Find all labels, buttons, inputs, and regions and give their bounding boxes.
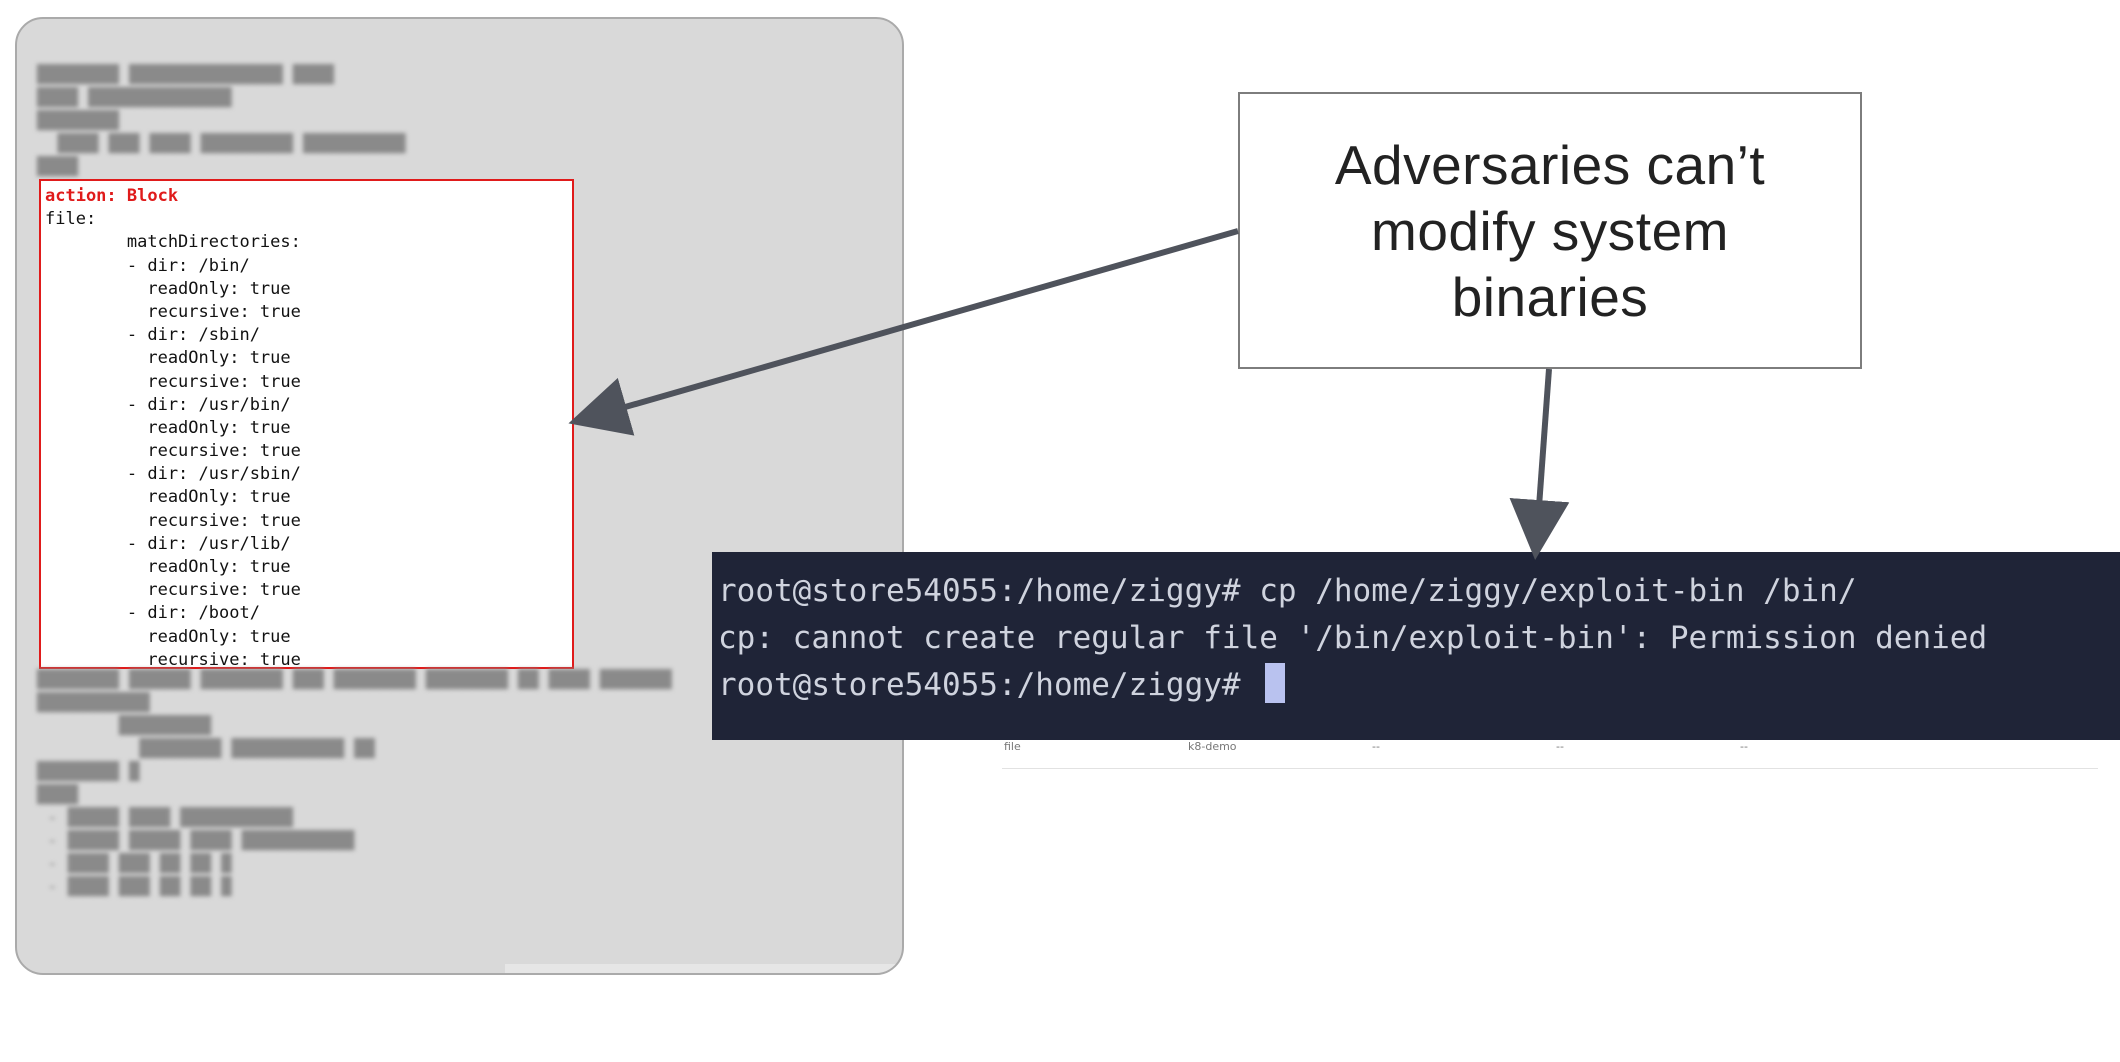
policy-code-line: - dir: /sbin/ xyxy=(45,325,260,346)
table-cell-namespace: k8-demo xyxy=(1188,740,1237,753)
policy-code-line: - dir: /usr/bin/ xyxy=(45,394,291,415)
policy-code-line: readOnly: true xyxy=(45,626,291,647)
table-cell-col3: -- xyxy=(1372,740,1380,753)
policy-panel: ████████ ███████████████ ████ ████ █████… xyxy=(15,17,904,975)
policy-code-line: readOnly: true xyxy=(45,557,291,577)
blurred-policy-footer: ████████ ██████ ████████ ███ ████████ ██… xyxy=(37,670,672,897)
policy-code-line: - dir: /boot/ xyxy=(45,603,260,624)
policy-code-line: - dir: /usr/lib/ xyxy=(45,533,291,554)
policy-code-line: recursive: true xyxy=(45,510,301,531)
blurred-policy-header: ████████ ███████████████ ████ ████ █████… xyxy=(37,65,406,177)
table-row: file k8-demo -- -- -- xyxy=(1002,738,2098,769)
policy-code-line: recursive: true xyxy=(45,441,301,462)
policy-code-line: readOnly: true xyxy=(45,487,291,508)
policy-code-line: readOnly: true xyxy=(45,278,291,299)
policy-code-line: file: xyxy=(45,209,97,230)
panel-sheet-edge xyxy=(505,964,902,973)
terminal-prompt: root@store54055:/home/ziggy# xyxy=(718,667,1260,703)
table-cell-type: file xyxy=(1004,740,1021,753)
policy-code-line: - dir: /usr/sbin/ xyxy=(45,464,301,485)
table-cell-col4: -- xyxy=(1556,740,1564,753)
policy-action-line: action: Block xyxy=(45,186,179,206)
policy-code-line: matchDirectories: xyxy=(45,232,301,253)
arrow-to-terminal xyxy=(1509,368,1570,560)
policy-code-line: recursive: true xyxy=(45,371,301,392)
terminal-cursor xyxy=(1265,663,1286,703)
callout-text: Adversaries can’t modify system binaries xyxy=(1334,133,1766,328)
table-cell-col5: -- xyxy=(1740,740,1748,753)
terminal-error-line: cp: cannot create regular file '/bin/exp… xyxy=(718,620,1988,656)
policy-code-line: recursive: true xyxy=(45,301,301,322)
policy-rule-highlight: action: Block file: matchDirectories: - d… xyxy=(39,179,574,669)
policy-code-line: readOnly: true xyxy=(45,417,291,438)
terminal-prompt-line[interactable]: root@store54055:/home/ziggy# xyxy=(718,662,2120,709)
policy-code-line: readOnly: true xyxy=(45,348,291,369)
terminal-command-line: root@store54055:/home/ziggy# cp /home/zi… xyxy=(718,573,1857,609)
terminal-window[interactable]: root@store54055:/home/ziggy# cp /home/zi… xyxy=(712,552,2120,740)
policy-code-line: recursive: true xyxy=(45,580,301,601)
policy-code-line: recursive: true xyxy=(45,649,301,669)
callout-box: Adversaries can’t modify system binaries xyxy=(1238,92,1862,369)
policy-code-line: - dir: /bin/ xyxy=(45,255,250,276)
